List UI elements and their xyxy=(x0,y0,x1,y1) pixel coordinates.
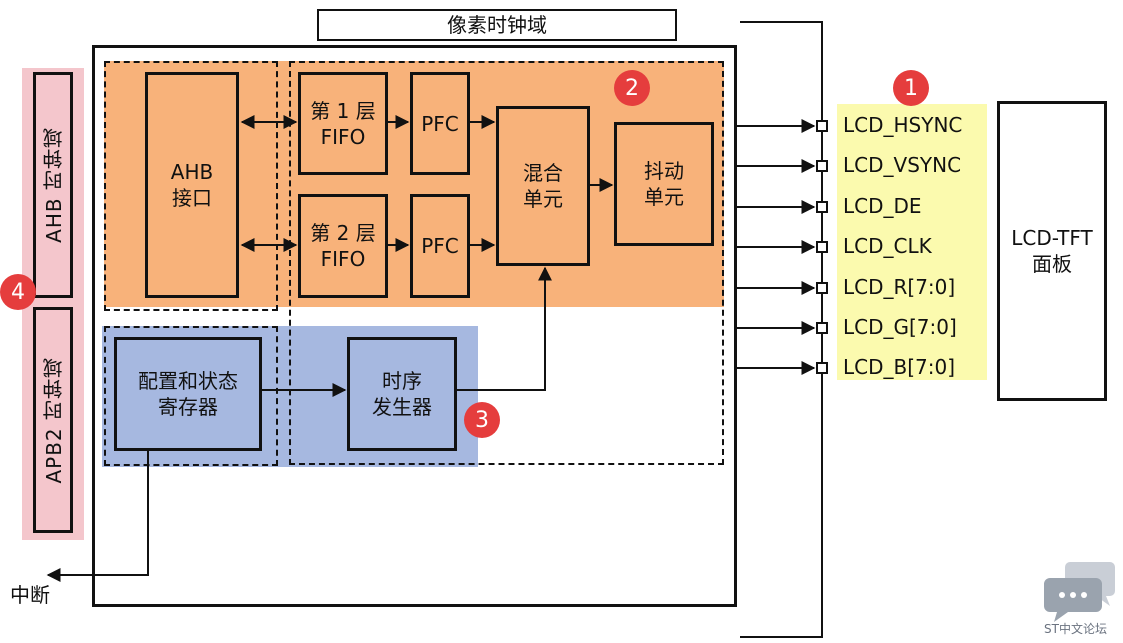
config-status-registers-block: 配置和状态 寄存器 xyxy=(114,337,262,451)
badge-1: 1 xyxy=(893,70,929,106)
apb2-clock-domain-box: APB2 时钟域 xyxy=(33,307,73,533)
timing-generator-block: 时序 发生器 xyxy=(347,337,457,451)
blend-unit-block: 混合 单元 xyxy=(496,106,590,266)
ahb-interface-block: AHB 接口 xyxy=(145,72,239,298)
lcd-tft-panel-block: LCD-TFT 面板 xyxy=(997,101,1107,401)
signal-lcd-r: LCD_R[7:0] xyxy=(843,275,956,299)
domain-strip xyxy=(22,68,84,540)
ahb-clock-domain-box: AHB 时钟域 xyxy=(33,72,73,298)
ltdc-outer-box xyxy=(92,45,737,607)
pfc-layer1-block: PFC xyxy=(410,72,470,175)
fifo-layer2-block: 第 2 层 FIFO xyxy=(298,194,388,298)
badge-2: 2 xyxy=(614,70,650,106)
port-g xyxy=(816,322,828,334)
signal-lcd-vsync: LCD_VSYNC xyxy=(843,153,962,177)
badge-4: 4 xyxy=(0,274,36,310)
port-de xyxy=(816,201,828,213)
signal-label-area xyxy=(837,104,987,380)
signal-lcd-b: LCD_B[7:0] xyxy=(843,355,956,379)
port-hsync xyxy=(816,120,828,132)
pixel-clock-domain-title: 像素时钟域 xyxy=(317,9,677,41)
port-b xyxy=(816,362,828,374)
signal-lcd-de: LCD_DE xyxy=(843,194,922,218)
badge-3: 3 xyxy=(464,402,500,438)
apb-dashed-region xyxy=(104,326,278,466)
watermark-text: ST中文论坛 xyxy=(1044,622,1107,636)
dither-unit-block: 抖动 单元 xyxy=(614,122,714,246)
pixel-dashed-region xyxy=(289,61,724,465)
port-vsync xyxy=(816,160,828,172)
signal-lcd-hsync: LCD_HSYNC xyxy=(843,113,963,137)
signal-lcd-clk: LCD_CLK xyxy=(843,234,932,258)
port-clk xyxy=(816,241,828,253)
port-r xyxy=(816,282,828,294)
ahb-dashed-region xyxy=(104,61,278,311)
signal-lcd-g: LCD_G[7:0] xyxy=(843,315,957,339)
fifo-layer1-block: 第 1 层 FIFO xyxy=(298,72,388,175)
interrupt-label: 中断 xyxy=(10,583,50,607)
pfc-layer2-block: PFC xyxy=(410,194,470,298)
